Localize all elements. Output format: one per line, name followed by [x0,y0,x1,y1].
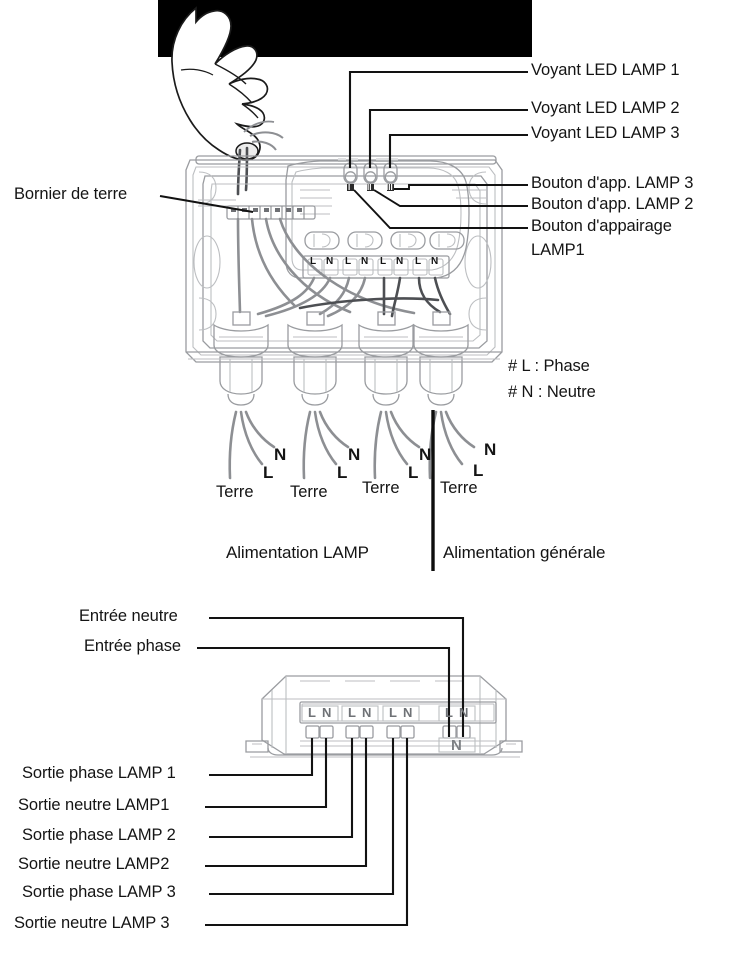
cable-2-n: N [348,445,361,464]
bottom-terminal-n-3: N [403,705,413,720]
earth-terminal-bar [226,205,316,220]
cable-2-terre: Terre [290,483,328,501]
label-voyant-led-lamp-1: Voyant LED LAMP 1 [531,61,680,79]
module-terminal-l-1: L [310,256,317,267]
label-bouton-app-lamp-2: Bouton d'app. LAMP 2 [531,195,694,213]
button-mark-3: III [386,183,393,192]
label-bouton-appairage-lamp-1-line2: LAMP1 [531,241,585,259]
label-sortie-phase-lamp-3: Sortie phase LAMP 3 [22,883,176,901]
cable-4-n: N [484,440,497,459]
module-terminal-strip [302,255,450,279]
bottom-terminal-n-2: N [362,705,372,720]
cable-tails [228,410,476,480]
legend-neutre: # N : Neutre [508,383,596,401]
legend-phase: # L : Phase [508,357,590,375]
receiver-module [285,160,470,279]
cable-1-n: N [274,445,287,464]
module-terminal-n-3: N [396,256,404,267]
bottom-terminal-n-4: N [459,705,469,720]
module-terminal-n-2: N [361,256,369,267]
label-sortie-neutre-lamp-3: Sortie neutre LAMP 3 [14,914,170,932]
module-terminal-n-4: N [431,256,439,267]
earth-wires [236,217,416,315]
cable-1-l: L [263,463,274,482]
receiver-front-view [245,675,523,758]
cable-3-terre: Terre [362,479,400,497]
top-leader-lines [159,70,528,229]
bottom-terminal-l-1: L [308,705,316,720]
label-voyant-led-lamp-3: Voyant LED LAMP 3 [531,124,680,142]
button-mark-2: II [367,183,372,192]
label-bouton-app-lamp-3: Bouton d'app. LAMP 3 [531,174,694,192]
cable-3-l: L [408,463,419,482]
label-entree-neutre: Entrée neutre [79,607,178,625]
label-bornier-de-terre: Bornier de terre [14,185,128,203]
cable-glands [186,311,502,406]
module-terminal-l-2: L [345,256,352,267]
cable-4-l: L [473,461,484,480]
module-terminal-n-1: N [326,256,334,267]
label-sortie-phase-lamp-2: Sortie phase LAMP 2 [22,826,176,844]
bottom-leader-lines [197,616,465,927]
module-terminal-l-4: L [415,256,422,267]
bottom-lower-n-mark: N [451,737,462,754]
bottom-terminal-l-2: L [348,705,356,720]
label-bouton-appairage-lamp-1: Bouton d'appairage [531,217,672,235]
relay-indicators [304,231,465,250]
cable-1-terre: Terre [216,483,254,501]
enclosure-top-view [185,155,503,363]
module-terminal-l-3: L [380,256,387,267]
earth-wire-held [236,120,284,196]
bottom-terminal-n-1: N [322,705,332,720]
label-sortie-neutre-lamp-2: Sortie neutre LAMP2 [18,855,170,873]
cable-2-l: L [337,463,348,482]
label-voyant-led-lamp-2: Voyant LED LAMP 2 [531,99,680,117]
bottom-terminal-l-4: L [445,705,453,720]
label-sortie-neutre-lamp-1: Sortie neutre LAMP1 [18,796,170,814]
label-sortie-phase-lamp-1: Sortie phase LAMP 1 [22,764,176,782]
cable-4-terre: Terre [440,479,478,497]
bottom-terminal-l-3: L [389,705,397,720]
button-mark-1: I [348,183,351,192]
cable-3-n: N [419,445,432,464]
caption-alimentation-lamp: Alimentation LAMP [226,543,369,562]
hand-illustration [171,6,269,161]
caption-alimentation-generale: Alimentation générale [443,543,606,562]
label-entree-phase: Entrée phase [84,637,181,655]
pairing-buttons [347,184,394,191]
